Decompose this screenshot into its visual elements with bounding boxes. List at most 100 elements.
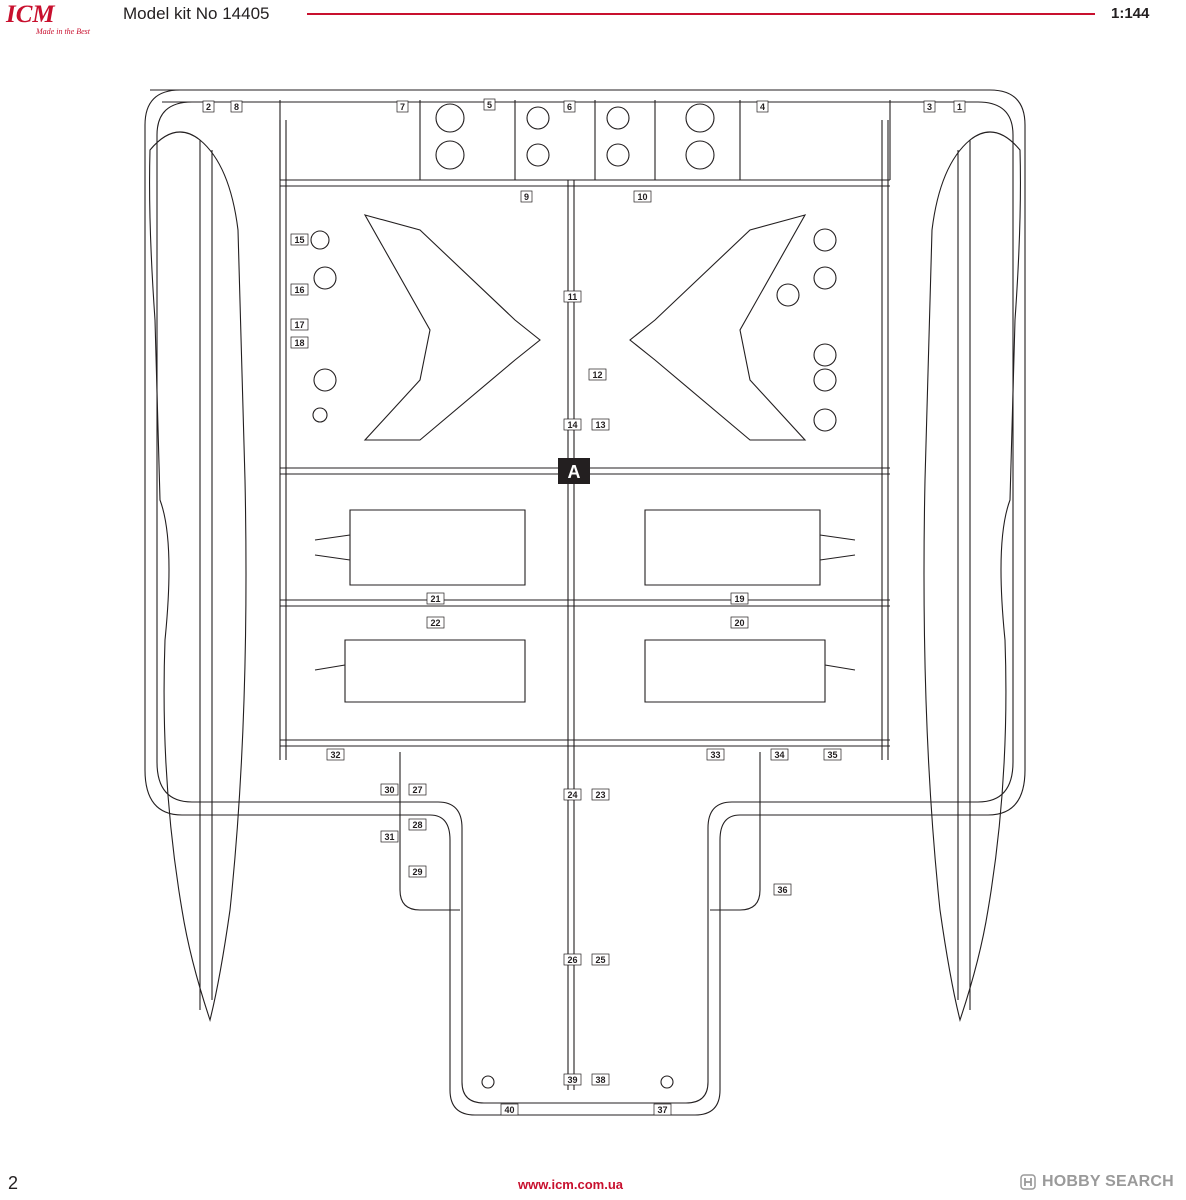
svg-text:18: 18 (294, 338, 304, 348)
part-number-23: 23 (591, 788, 610, 801)
part-number-40: 40 (500, 1103, 519, 1116)
part-number-27: 27 (408, 783, 427, 796)
svg-text:12: 12 (592, 370, 602, 380)
part-number-24: 24 (563, 788, 582, 801)
part-number-3: 3 (923, 100, 936, 113)
website-url[interactable]: www.icm.com.ua (518, 1177, 623, 1192)
svg-text:27: 27 (412, 785, 422, 795)
svg-text:20: 20 (734, 618, 744, 628)
svg-text:39: 39 (567, 1075, 577, 1085)
svg-text:21: 21 (430, 594, 440, 604)
svg-text:19: 19 (734, 594, 744, 604)
fuselage-left-half (149, 131, 247, 1022)
svg-text:31: 31 (384, 832, 394, 842)
icm-logo: ICM Made in the Best (6, 2, 102, 38)
wheel-set (310, 103, 837, 1089)
svg-text:17: 17 (294, 320, 304, 330)
part-number-7: 7 (396, 100, 409, 113)
part-number-12: 12 (588, 368, 607, 381)
part-number-32: 32 (326, 748, 345, 761)
part-number-39: 39 (563, 1073, 582, 1086)
svg-text:30: 30 (384, 785, 394, 795)
svg-text:38: 38 (595, 1075, 605, 1085)
svg-text:9: 9 (524, 192, 529, 202)
stabilizer-left (363, 214, 541, 441)
svg-text:36: 36 (777, 885, 787, 895)
part-number-26: 26 (563, 953, 582, 966)
page-header: ICM Made in the Best Model kit No 14405 … (0, 0, 1186, 40)
part-number-31: 31 (380, 830, 399, 843)
part-number-22: 22 (426, 616, 445, 629)
svg-text:35: 35 (827, 750, 837, 760)
svg-text:22: 22 (430, 618, 440, 628)
svg-text:1: 1 (957, 102, 962, 112)
svg-text:29: 29 (412, 867, 422, 877)
part-number-28: 28 (408, 818, 427, 831)
svg-text:6: 6 (567, 102, 572, 112)
part-number-8: 8 (230, 100, 243, 113)
svg-text:5: 5 (487, 100, 492, 110)
part-number-29: 29 (408, 865, 427, 878)
part-number-21: 21 (426, 592, 445, 605)
part-number-17: 17 (290, 318, 309, 331)
page-number: 2 (8, 1173, 19, 1193)
sprue-letter-tag (558, 458, 590, 484)
svg-text:8: 8 (234, 102, 239, 112)
engine-nacelle-2 (644, 509, 856, 586)
part-number-2: 2 (202, 100, 215, 113)
brand-tagline: Made in the Best (36, 27, 90, 36)
part-number-15: 15 (290, 233, 309, 246)
part-number-38: 38 (591, 1073, 610, 1086)
part-number-20: 20 (730, 616, 749, 629)
part-number-5: 5 (483, 98, 496, 111)
watermark-text: HOBBY SEARCH (1042, 1173, 1174, 1190)
part-number-18: 18 (290, 336, 309, 349)
svg-text:37: 37 (657, 1105, 667, 1115)
brand-name: ICM (6, 1, 55, 28)
part-number-9: 9 (520, 190, 533, 203)
engine-nacelle-1 (314, 509, 526, 586)
svg-text:33: 33 (710, 750, 720, 760)
svg-text:7: 7 (400, 102, 405, 112)
svg-text:16: 16 (294, 285, 304, 295)
part-number-4: 4 (756, 100, 769, 113)
sprue-frame (144, 89, 1026, 1116)
part-number-30: 30 (380, 783, 399, 796)
part-number-33: 33 (706, 748, 725, 761)
kit-title: Model kit No 14405 (123, 4, 270, 23)
svg-text:23: 23 (595, 790, 605, 800)
svg-text:40: 40 (504, 1105, 514, 1115)
part-number-1: 1 (953, 100, 966, 113)
part-number-35: 35 (823, 748, 842, 761)
sprue-runners (279, 120, 890, 1090)
svg-text:11: 11 (568, 292, 578, 302)
svg-text:26: 26 (567, 955, 577, 965)
svg-text:28: 28 (412, 820, 422, 830)
part-number-10: 10 (633, 190, 652, 203)
part-number-19: 19 (730, 592, 749, 605)
hobby-search-watermark: HOBBY SEARCH (1020, 1171, 1182, 1193)
part-number-37: 37 (653, 1103, 672, 1116)
svg-text:2: 2 (206, 102, 211, 112)
part-number-16: 16 (290, 283, 309, 296)
svg-text:10: 10 (637, 192, 647, 202)
svg-text:34: 34 (774, 750, 784, 760)
svg-text:15: 15 (294, 235, 304, 245)
part-number-13: 13 (591, 418, 610, 431)
kit-scale: 1:144 (1111, 5, 1150, 22)
svg-text:32: 32 (330, 750, 340, 760)
part-number-25: 25 (591, 953, 610, 966)
hobby-search-logo-icon (1020, 1174, 1036, 1190)
engine-nacelle-3 (314, 639, 526, 703)
svg-text:25: 25 (595, 955, 605, 965)
svg-text:13: 13 (595, 420, 605, 430)
stabilizer-right (629, 214, 807, 441)
engine-nacelle-4 (644, 639, 856, 703)
svg-text:4: 4 (760, 102, 765, 112)
svg-text:3: 3 (927, 102, 932, 112)
part-number-34: 34 (770, 748, 789, 761)
part-number-11: 11 (563, 290, 582, 303)
part-number-36: 36 (773, 883, 792, 896)
sprue-letter: A (568, 462, 581, 482)
